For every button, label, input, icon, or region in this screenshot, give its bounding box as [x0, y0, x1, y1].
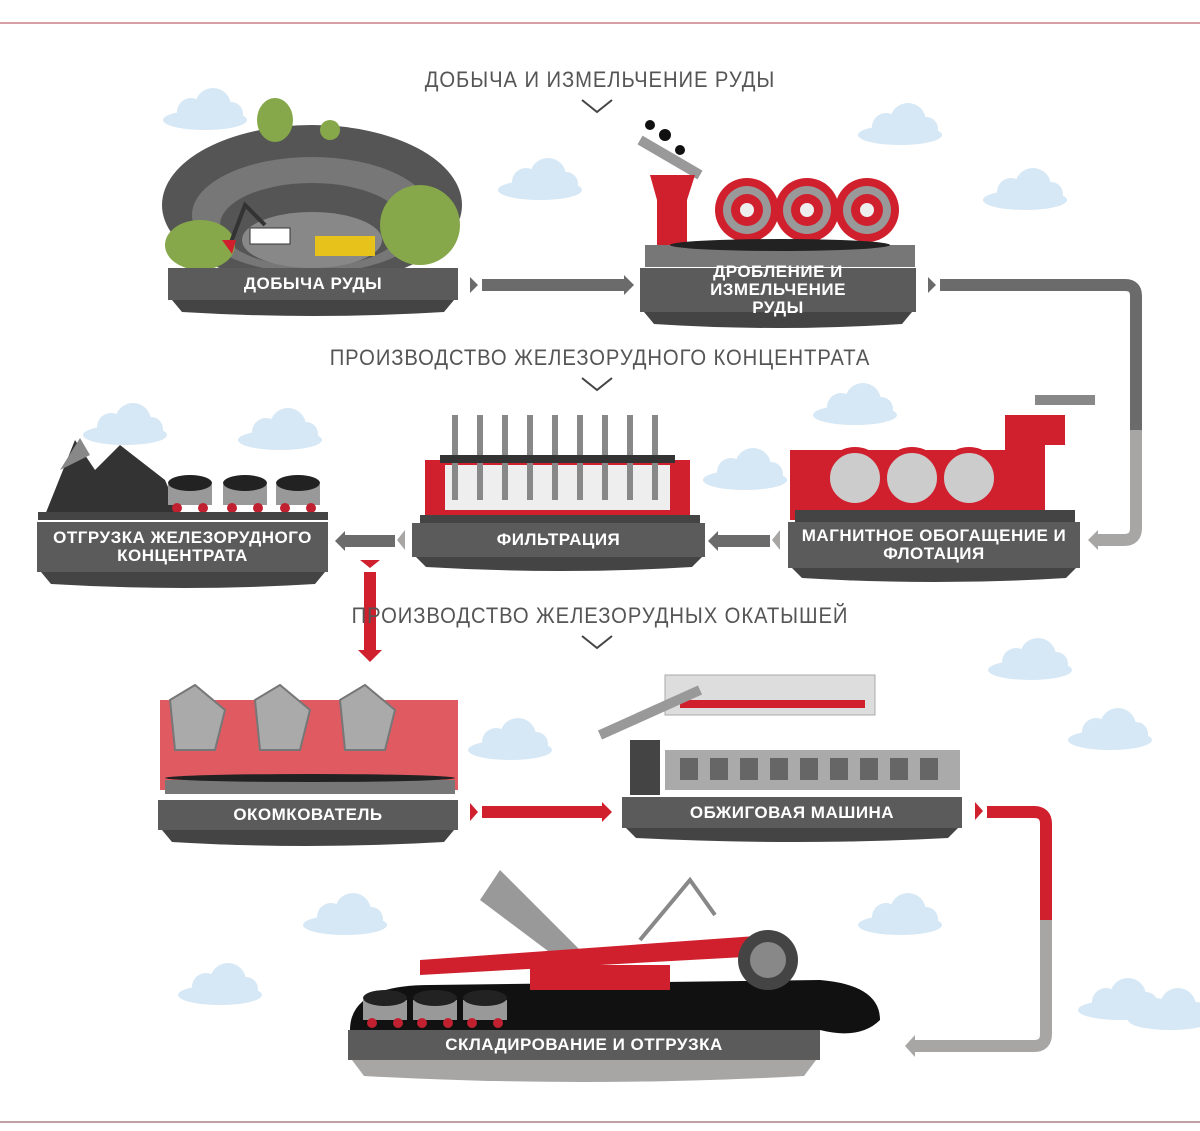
filtration-illustration — [420, 415, 700, 525]
arrow-shipment-to-pelletizer — [358, 560, 382, 662]
arrow-filtration-to-shipment — [335, 530, 405, 551]
arrow-mining-to-crushing — [470, 275, 634, 295]
concentrate-shipment-illustration — [38, 438, 328, 520]
step-label-pelletizer: ОКОМКОВАТЕЛЬ — [158, 800, 458, 830]
label-shadow-storage — [352, 1060, 816, 1082]
induration-machine-illustration — [597, 674, 960, 795]
magnetic-separation-illustration — [790, 395, 1095, 524]
step-label-concentrate-shipment: ОТГРУЗКА ЖЕЛЕЗОРУДНОГО КОНЦЕНТРАТА — [37, 522, 328, 572]
crusher-mill-illustration — [637, 120, 915, 267]
step-label-filtration: ФИЛЬТРАЦИЯ — [412, 523, 705, 557]
section-heading-pellets: ПРОИЗВОДСТВО ЖЕЛЕЗОРУДНЫХ ОКАТЫШЕЙ — [351, 603, 849, 628]
arrow-induration-to-storage — [905, 802, 1052, 1057]
step-label-crushing: ДРОБЛЕНИЕ И ИЗМЕЛЬЧЕНИЕ РУДЫ — [640, 263, 916, 317]
arrow-crushing-to-separation — [928, 277, 1142, 550]
step-label-mining: ДОБЫЧА РУДЫ — [168, 268, 458, 300]
pelletizer-illustration — [160, 683, 458, 794]
open-pit-mine-illustration — [162, 98, 462, 285]
flow-arrows — [335, 275, 1142, 1057]
arrow-pelletizer-to-induration — [470, 802, 612, 822]
step-label-induration: ОБЖИГОВАЯ МАШИНА — [622, 797, 962, 828]
chevron-down-icons — [581, 99, 613, 650]
section-heading-mining: ДОБЫЧА И ИЗМЕЛЬЧЕНИЕ РУДЫ — [424, 67, 776, 92]
label-shadows — [41, 300, 1076, 846]
section-heading-concentrate: ПРОИЗВОДСТВО ЖЕЛЕЗОРУДНОГО КОНЦЕНТРАТА — [329, 345, 871, 370]
stacker-reclaimer-illustration — [350, 870, 880, 1034]
step-label-storage-shipment: СКЛАДИРОВАНИЕ И ОТГРУЗКА — [348, 1030, 820, 1060]
step-label-magnetic-separation: МАГНИТНОЕ ОБОГАЩЕНИЕ И ФЛОТАЦИЯ — [788, 522, 1080, 568]
arrow-separation-to-filtration — [708, 530, 780, 551]
